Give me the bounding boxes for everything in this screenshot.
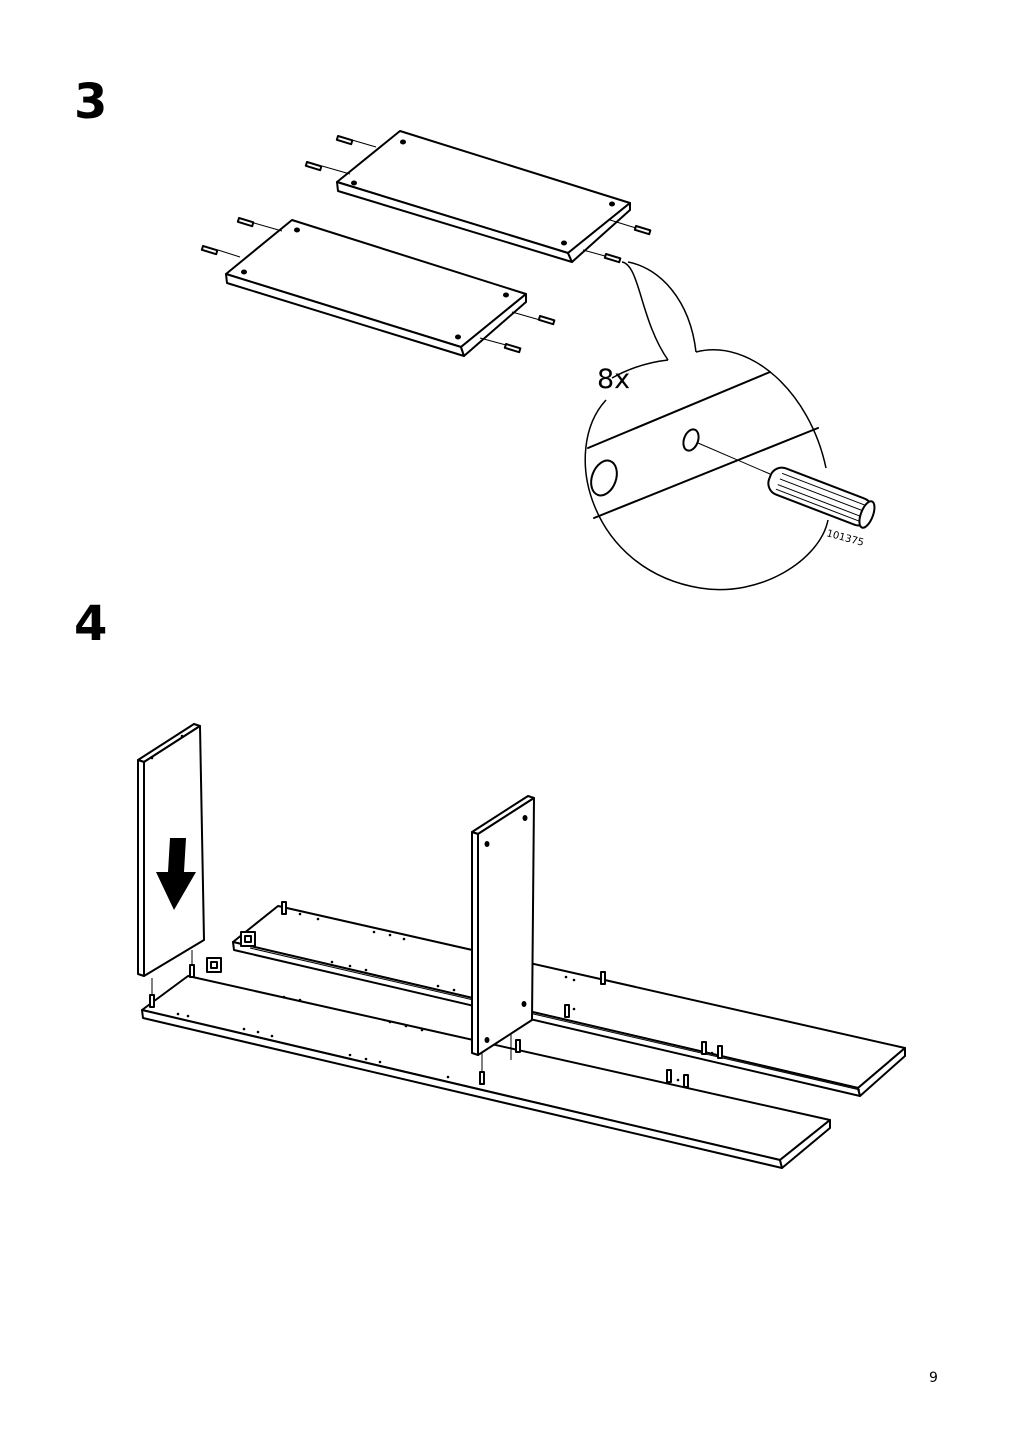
dowel-detail-callout: 101375: [584, 261, 876, 591]
shelf-panel-lower: [225, 219, 527, 357]
cam-lock-fittings: [206, 931, 256, 973]
step-4-number: 4: [74, 596, 108, 652]
step-4-illustration: [137, 723, 906, 1169]
plank-holes: [176, 912, 714, 1082]
part-id-label: 101375: [825, 528, 865, 549]
step-4-dowels: [149, 901, 723, 1088]
side-panel-right: [471, 795, 535, 1056]
shelf-panel-upper: [336, 130, 631, 263]
step-3-illustration: 101375: [200, 130, 876, 591]
long-plank-front: [141, 975, 831, 1169]
dowel-pins: [200, 135, 652, 354]
fluted-dowel-icon: [767, 466, 876, 529]
quantity-label: 8x: [597, 364, 631, 395]
page-number: 9: [929, 1370, 938, 1386]
step-3-number: 3: [74, 74, 108, 130]
long-plank-back: [232, 905, 906, 1097]
side-panel-left: [137, 723, 205, 977]
